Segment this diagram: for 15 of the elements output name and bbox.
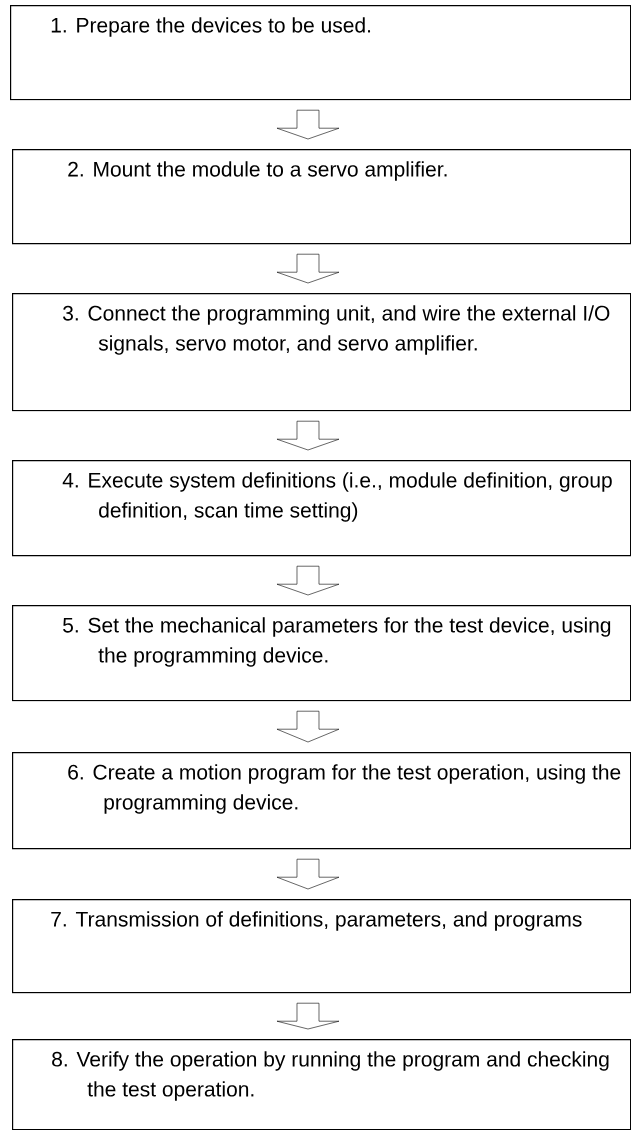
block-arrow — [276, 420, 340, 451]
process-box: 1. Prepare the devices to be used. — [10, 5, 631, 101]
process-box: 6. Create a motion program for the test operation, using the programming device. — [12, 752, 631, 850]
block-arrow — [276, 1002, 340, 1030]
process-box: 5. Set the mechanical parameters for the test device, using the programming device. — [12, 605, 631, 702]
block-arrow — [276, 565, 340, 596]
block-arrow — [276, 109, 340, 140]
block-arrow — [276, 858, 340, 890]
process-box: 4. Execute system definitions (i.e., module definition, group definition, scan time setting) — [12, 460, 631, 557]
block-arrow — [276, 710, 340, 743]
process-box: 2. Mount the module to a servo amplifier. — [12, 149, 631, 245]
process-box: 8. Verify the operation by running the program and checking the test operation. — [12, 1039, 631, 1130]
process-box: 3. Connect the programming unit, and wire the external I/O signals, servo motor, and servo amplifier. — [12, 293, 631, 412]
process-box: 7. Transmission of definitions, parameters, and programs — [12, 899, 631, 994]
block-arrow — [276, 253, 340, 284]
